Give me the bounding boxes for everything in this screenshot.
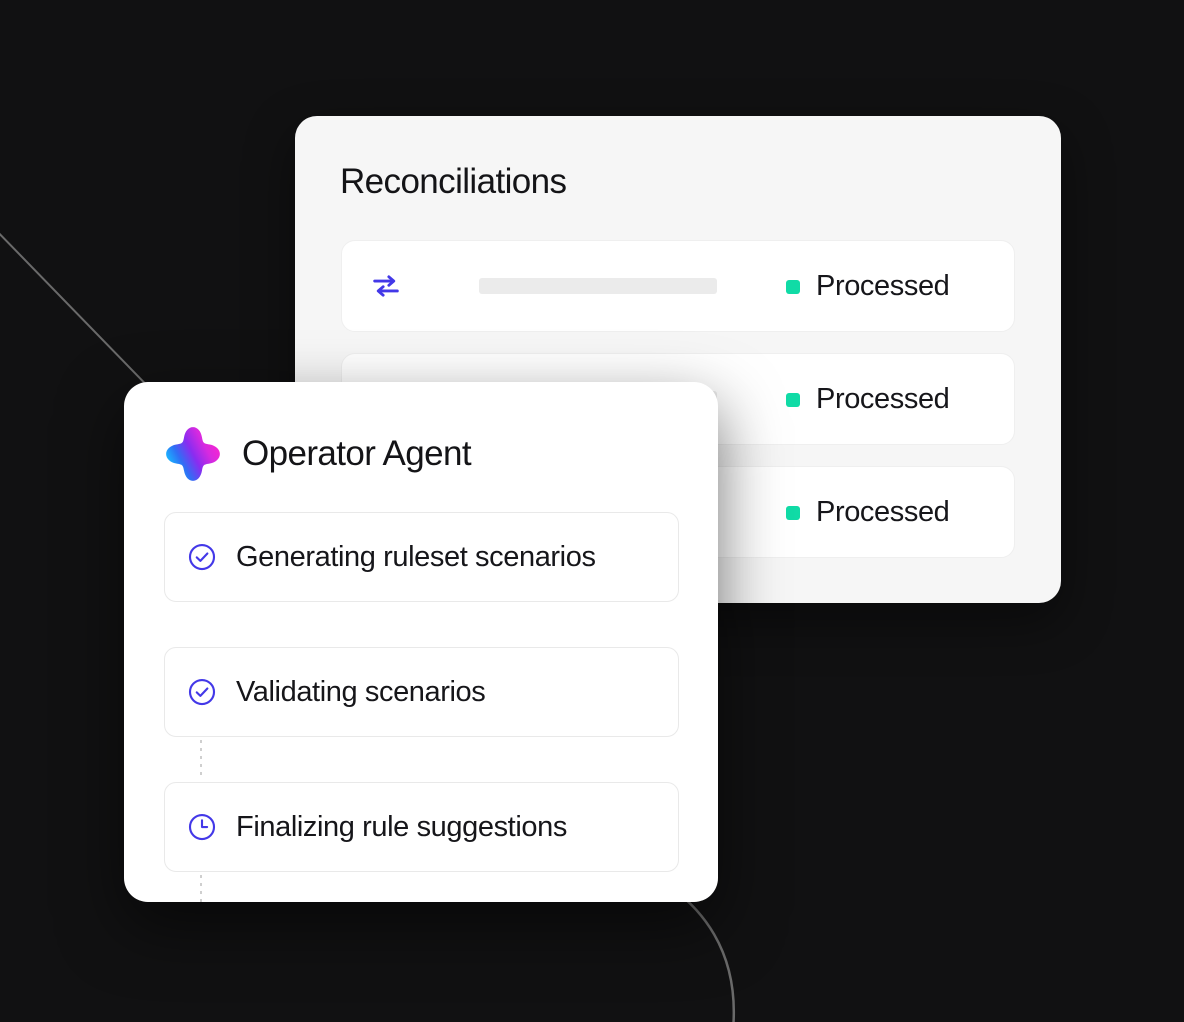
status-square-icon xyxy=(786,280,800,294)
table-row[interactable]: Processed xyxy=(341,240,1015,332)
step-connector xyxy=(200,867,202,902)
status-label: Processed xyxy=(816,383,950,415)
agent-title: Operator Agent xyxy=(242,434,472,473)
clock-icon xyxy=(188,813,216,841)
operator-agent-star-icon xyxy=(166,427,220,481)
step-label: Finalizing rule suggestions xyxy=(236,811,567,843)
row-name-placeholder xyxy=(479,278,717,294)
list-item[interactable]: Validating scenarios xyxy=(164,647,679,737)
status-square-icon xyxy=(786,393,800,407)
list-item[interactable]: Generating ruleset scenarios xyxy=(164,512,679,602)
status-label: Processed xyxy=(816,496,950,528)
status-label: Processed xyxy=(816,270,950,302)
page-title: Reconciliations xyxy=(340,162,567,201)
status-badge: Processed xyxy=(786,269,950,303)
status-square-icon xyxy=(786,506,800,520)
agent-steps-list: Generating ruleset scenarios Validating … xyxy=(164,512,679,902)
status-badge: Processed xyxy=(786,382,950,416)
check-circle-icon xyxy=(188,678,216,706)
list-item[interactable]: Finalizing rule suggestions xyxy=(164,782,679,872)
step-connector xyxy=(200,732,202,777)
status-badge: Processed xyxy=(786,495,950,529)
step-label: Generating ruleset scenarios xyxy=(236,541,596,573)
check-circle-icon xyxy=(188,543,216,571)
agent-header: Operator Agent xyxy=(165,426,472,482)
step-label: Validating scenarios xyxy=(236,676,486,708)
operator-agent-card: Operator Agent Generating ruleset scenar… xyxy=(124,382,718,902)
swap-arrows-icon xyxy=(369,269,403,303)
